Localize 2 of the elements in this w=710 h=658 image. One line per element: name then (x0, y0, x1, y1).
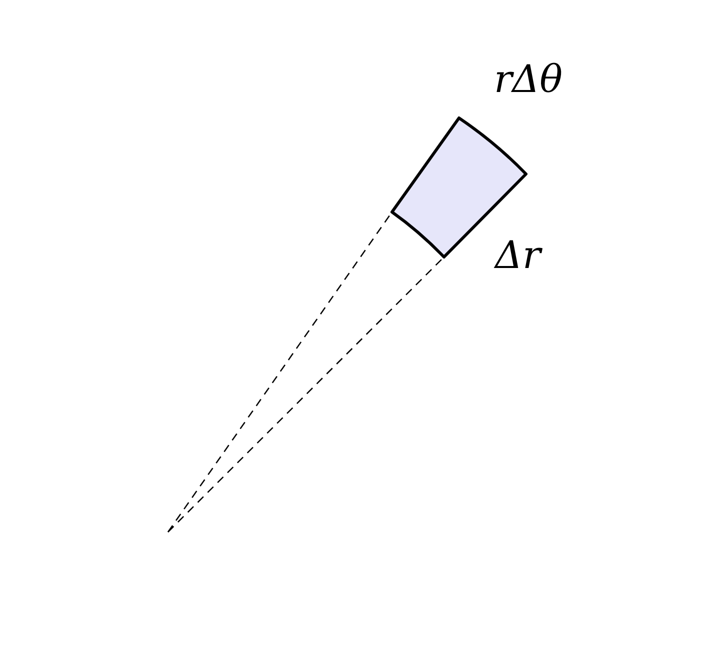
math-label: Δr (495, 236, 541, 274)
math-label: rΔθ (494, 60, 562, 98)
